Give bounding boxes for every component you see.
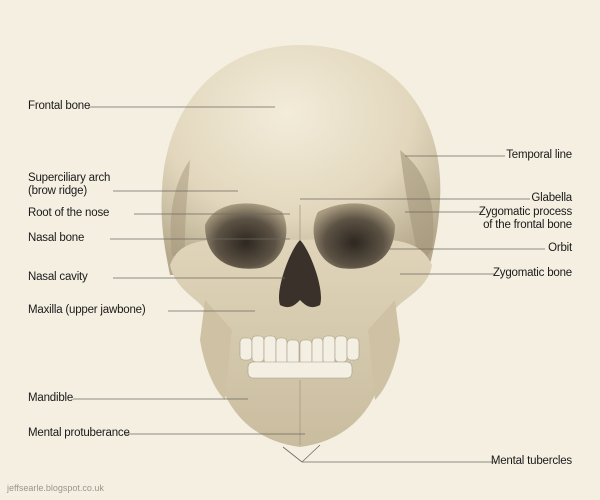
label-frontal-bone: Frontal bone	[28, 100, 91, 112]
label-nasal-cavity: Nasal cavity	[28, 271, 88, 283]
leader-lines	[73, 106, 545, 463]
label-root-of-nose: Root of the nose	[28, 207, 110, 219]
label-line-1: Zygomatic process	[478, 206, 572, 218]
label-line-2: (brow ridge)	[28, 185, 87, 197]
nasal-cavity	[279, 240, 321, 308]
label-zygomatic-bone: Zygomatic bone	[492, 267, 572, 279]
credit-text: jeffsearle.blogspot.co.uk	[7, 483, 104, 493]
teeth	[239, 335, 360, 379]
label-temporal-line: Temporal line	[506, 149, 572, 161]
label-maxilla: Maxilla (upper jawbone)	[28, 304, 146, 316]
label-mental-tubercles: Mental tubercles	[490, 455, 572, 467]
label-mental-protuberance: Mental protuberance	[28, 427, 130, 439]
label-glabella: Glabella	[531, 192, 572, 204]
mandible-ramus	[200, 300, 232, 400]
right-orbit	[313, 203, 395, 269]
label-line-2: of the frontal bone	[483, 219, 572, 231]
label-superciliary-arch: Superciliary arch(brow ridge)	[28, 172, 110, 198]
label-line-1: Superciliary arch	[28, 172, 111, 184]
label-mandible: Mandible	[28, 392, 74, 404]
label-orbit: Orbit	[548, 242, 572, 254]
temporal-region	[400, 150, 434, 265]
left-orbit	[205, 203, 287, 269]
temporal-region	[170, 160, 190, 262]
mandible-ramus	[368, 300, 400, 400]
label-nasal-bone: Nasal bone	[28, 232, 85, 244]
